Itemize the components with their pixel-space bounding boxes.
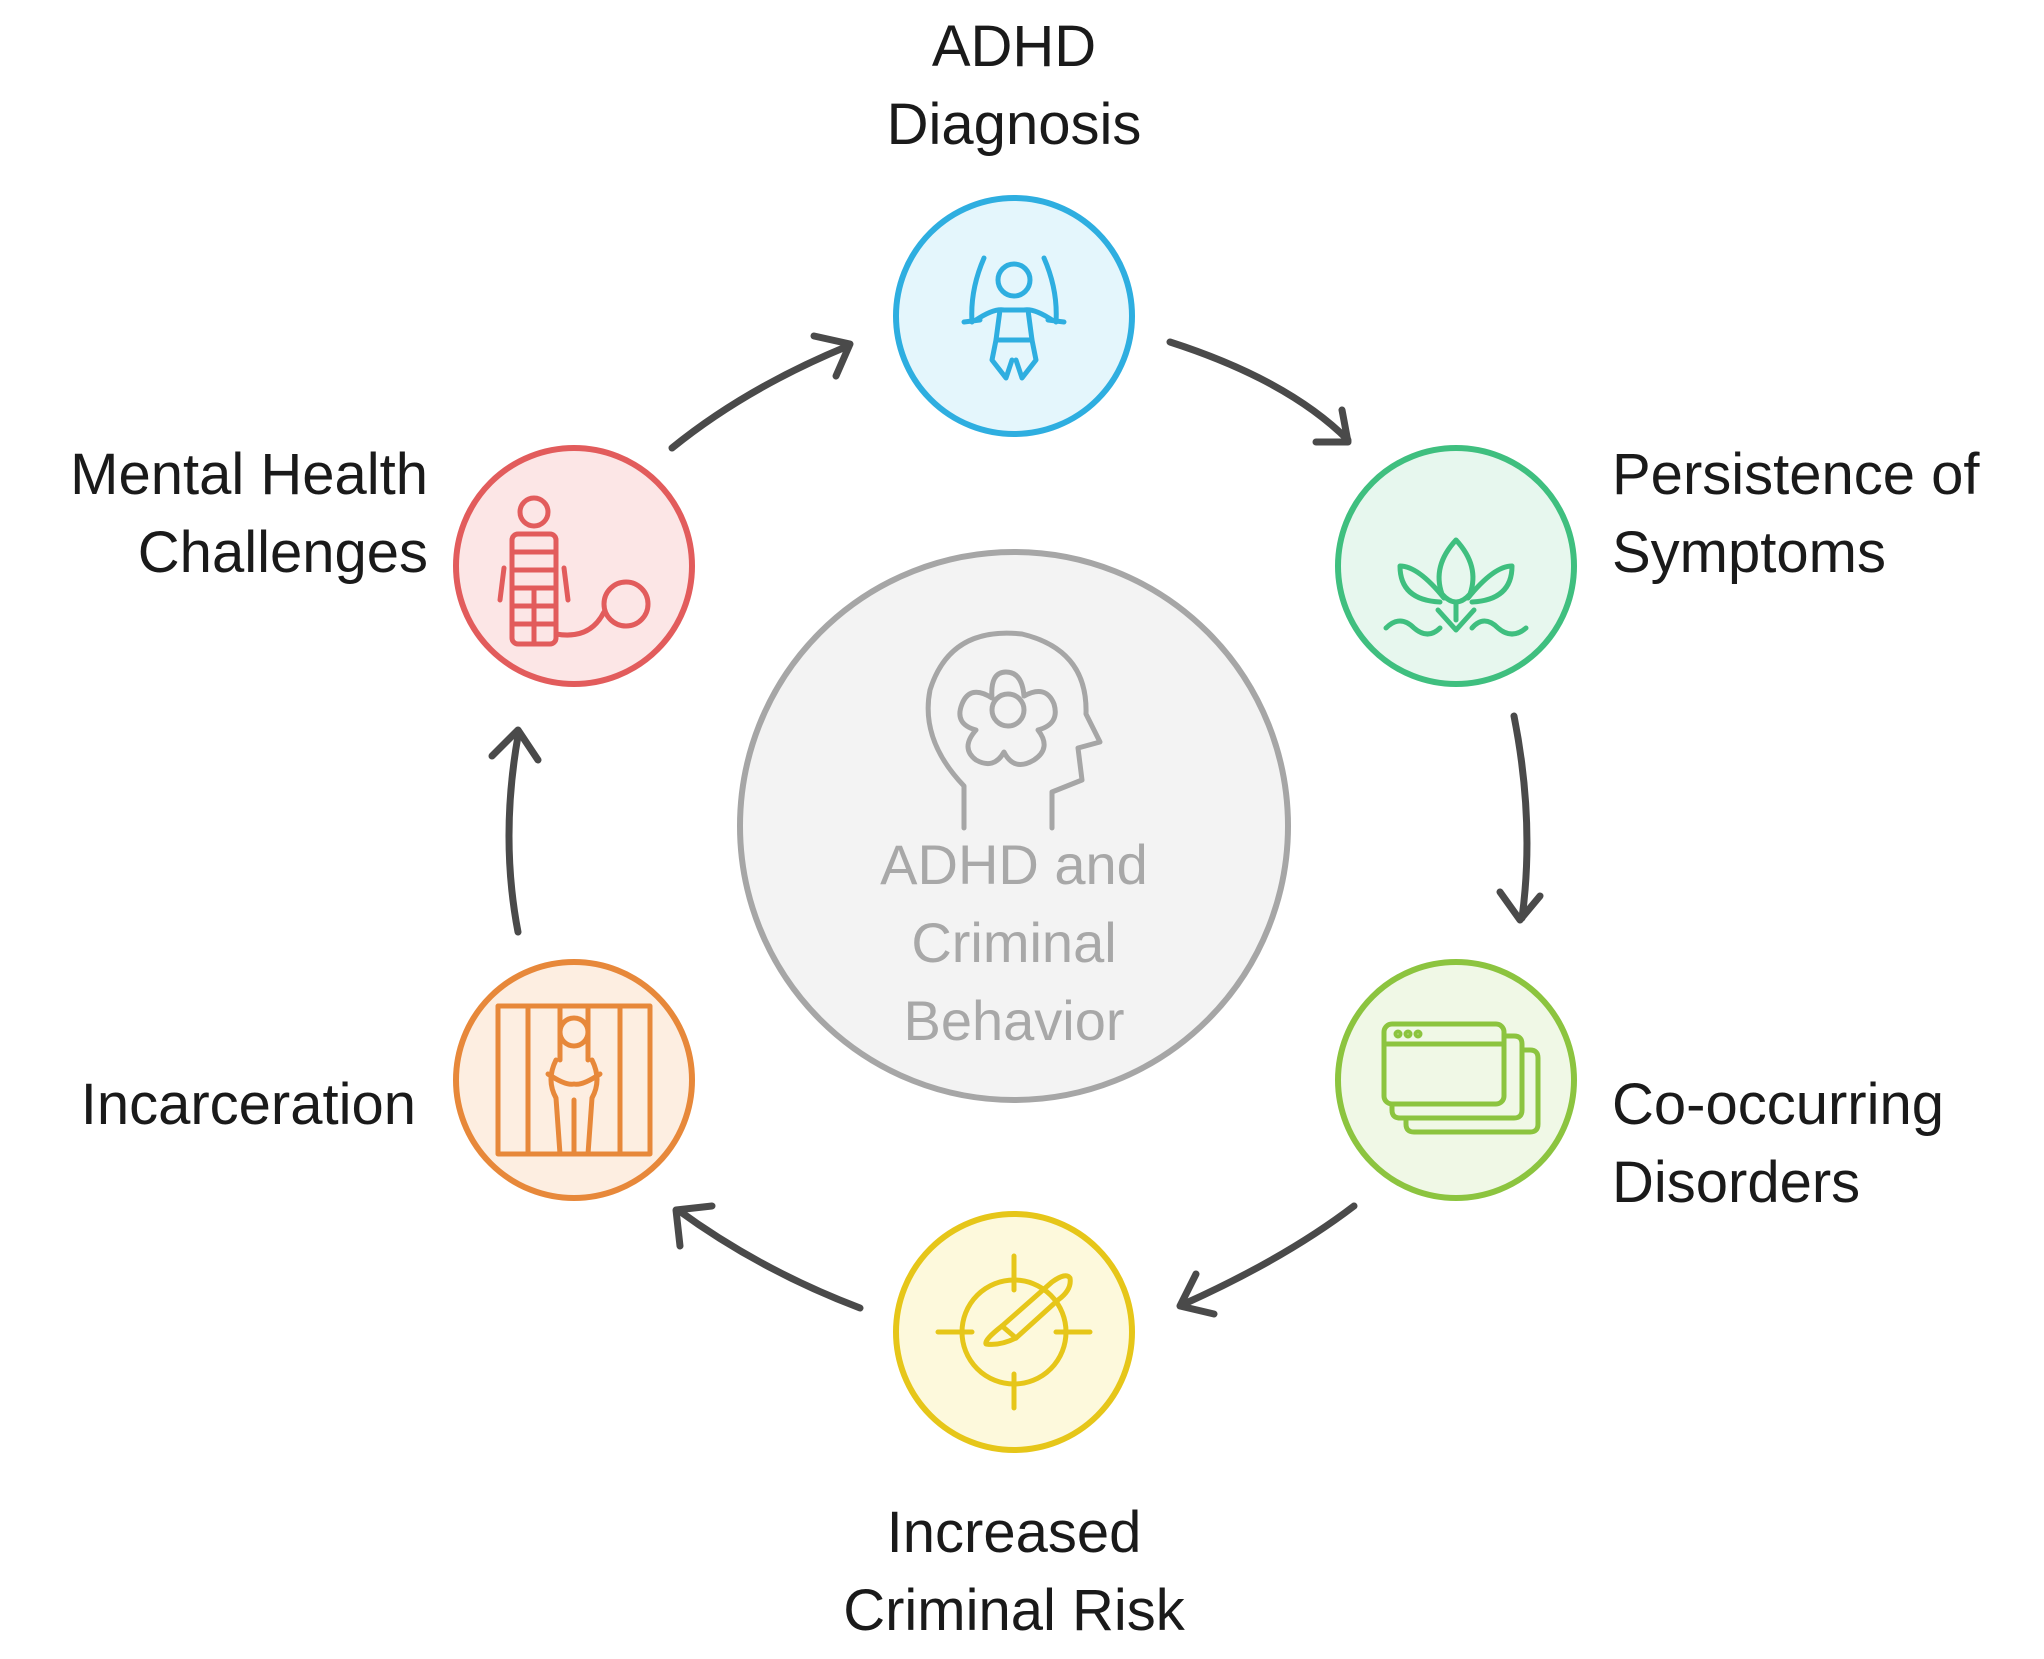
head-flower-icon xyxy=(925,630,1103,831)
prisoner-bars-icon xyxy=(495,1003,653,1157)
label-mental-health-line-1: Mental Health xyxy=(70,442,428,507)
label-increased-criminal-risk: Increased Criminal Risk xyxy=(812,1494,1216,1650)
center-title: ADHD and Criminal Behavior xyxy=(804,826,1224,1060)
arrow-diagnosis-to-persistence xyxy=(1166,338,1352,446)
label-adhd-diagnosis-line-2: Diagnosis xyxy=(886,92,1142,157)
node-increased-criminal-risk xyxy=(893,1211,1135,1453)
node-co-occurring-disorders xyxy=(1335,959,1577,1201)
node-adhd-diagnosis xyxy=(893,195,1135,437)
label-co-occurring-line-2: Disorders xyxy=(1612,1150,1861,1215)
node-persistence-of-symptoms xyxy=(1335,445,1577,687)
center-node xyxy=(737,549,1291,1103)
label-co-occurring-disorders: Co-occurring Disorders xyxy=(1612,1066,1944,1222)
arrow-persistence-to-cooccurring xyxy=(1496,712,1544,924)
child-jump-rope-icon xyxy=(961,255,1067,381)
node-incarceration xyxy=(453,959,695,1201)
arrow-cooccurring-to-risk xyxy=(1176,1202,1358,1318)
knife-target-icon xyxy=(935,1253,1093,1411)
label-increased-risk-line-1: Increased xyxy=(886,1500,1142,1565)
label-persistence-of-symptoms: Persistence of Symptoms xyxy=(1612,436,1980,592)
center-title-line-1: ADHD and xyxy=(880,833,1148,896)
label-incarceration: Incarceration xyxy=(40,1066,416,1144)
arrow-risk-to-incarceration xyxy=(672,1202,864,1312)
lotus-water-icon xyxy=(1383,537,1529,637)
label-incarceration-line-1: Incarceration xyxy=(80,1072,416,1137)
stacked-windows-icon xyxy=(1381,1021,1541,1135)
label-mental-health-line-2: Challenges xyxy=(137,520,428,585)
label-persistence-line-1: Persistence of xyxy=(1612,442,1980,507)
label-increased-risk-line-2: Criminal Risk xyxy=(843,1578,1185,1643)
label-adhd-diagnosis: ADHD Diagnosis xyxy=(872,8,1156,164)
label-persistence-line-2: Symptoms xyxy=(1612,520,1886,585)
prisoner-ball-chain-icon xyxy=(497,495,651,647)
node-mental-health-challenges xyxy=(453,445,695,687)
center-title-line-3: Behavior xyxy=(903,989,1125,1052)
label-mental-health-challenges: Mental Health Challenges xyxy=(14,436,428,592)
label-co-occurring-line-1: Co-occurring xyxy=(1612,1072,1944,1137)
label-adhd-diagnosis-line-1: ADHD xyxy=(931,14,1097,79)
arrow-incarceration-to-mental-health xyxy=(488,726,542,936)
center-title-line-2: Criminal xyxy=(911,911,1117,974)
arrow-mental-health-to-diagnosis xyxy=(668,332,854,452)
